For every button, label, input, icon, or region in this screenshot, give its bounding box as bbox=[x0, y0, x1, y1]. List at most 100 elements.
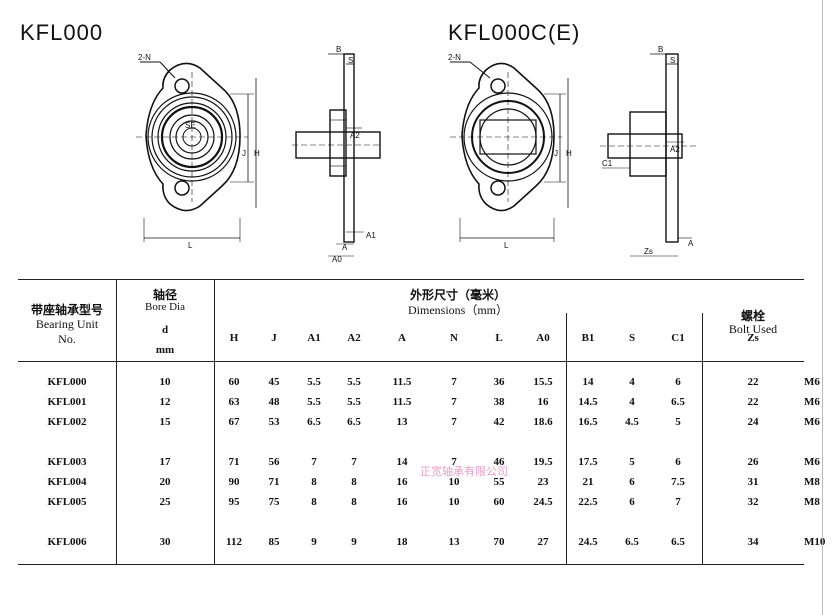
dim-h-label-c: H bbox=[566, 149, 572, 158]
table-cell: 6 bbox=[675, 456, 681, 468]
table-cell: 36 bbox=[493, 376, 505, 388]
table-cell: 5.5 bbox=[307, 396, 321, 408]
dim-b-label: B bbox=[336, 45, 341, 54]
table-cell: M8 bbox=[804, 476, 820, 488]
table-cell: 46 bbox=[493, 456, 505, 468]
dim-j-label-c: J bbox=[554, 149, 558, 158]
bolt-header-cn: 螺栓 bbox=[740, 309, 765, 323]
column-header-l: L bbox=[495, 332, 503, 344]
model-title-kfl000: KFL000 bbox=[20, 20, 104, 45]
table-cell: 9 bbox=[351, 536, 357, 548]
dim-s-label: S bbox=[348, 56, 353, 65]
table-cell: 16 bbox=[537, 396, 549, 408]
seal-mark-label: SE bbox=[185, 121, 196, 130]
table-cell: M6 bbox=[804, 376, 820, 388]
table-cell: KFL004 bbox=[47, 476, 87, 488]
dim-a0-label: A0 bbox=[332, 255, 342, 264]
table-cell: 85 bbox=[268, 536, 280, 548]
table-cell: 6 bbox=[629, 476, 635, 488]
table-cell: 10 bbox=[448, 476, 460, 488]
table-cell: 25 bbox=[159, 496, 171, 508]
table-cell: 7 bbox=[351, 456, 357, 468]
table-cell: 9 bbox=[311, 536, 317, 548]
table-cell: 75 bbox=[268, 496, 280, 508]
table-cell: 14.5 bbox=[578, 396, 598, 408]
dim-a1-label: A1 bbox=[366, 231, 376, 240]
table-cell: 30 bbox=[159, 536, 171, 548]
table-cell: 56 bbox=[268, 456, 280, 468]
table-cell: 5.5 bbox=[307, 376, 321, 388]
table-cell: 15.5 bbox=[533, 376, 553, 388]
dim-b-label-c: B bbox=[658, 45, 663, 54]
table-cell: 11.5 bbox=[392, 376, 412, 388]
table-cell: 5.5 bbox=[347, 396, 361, 408]
table-cell: M10 bbox=[804, 536, 826, 548]
bore-header-cn: 轴径 bbox=[152, 288, 177, 302]
dimensions-header-cn: 外形尺寸（毫米） bbox=[409, 288, 506, 302]
table-cell: 7 bbox=[451, 396, 457, 408]
table-cell: 10 bbox=[448, 496, 460, 508]
specification-table: 带座轴承型号 Bearing Unit No. 轴径 Bore Dia d mm… bbox=[18, 279, 825, 565]
table-cell: 24.5 bbox=[533, 496, 553, 508]
table-cell: KFL002 bbox=[47, 416, 87, 428]
table-cell: 8 bbox=[311, 476, 317, 488]
dim-a-label: A bbox=[342, 243, 348, 252]
table-cell: 16 bbox=[396, 476, 408, 488]
dimensions-header-en: Dimensions（mm） bbox=[407, 303, 508, 317]
table-cell: 63 bbox=[228, 396, 240, 408]
front-view-drawing-kfl000: 2-N SE J H L bbox=[130, 48, 270, 253]
dim-a2-label: A2 bbox=[350, 131, 360, 140]
dim-j-label: J bbox=[242, 149, 246, 158]
table-cell: 7 bbox=[451, 376, 457, 388]
table-cell: 32 bbox=[747, 496, 759, 508]
table-cell: 6 bbox=[675, 376, 681, 388]
model-title-kfl000c: KFL000C(E) bbox=[448, 20, 581, 45]
front-view-drawing-kfl000c: 2-N J H L bbox=[440, 48, 580, 253]
column-header-zs: Zs bbox=[747, 332, 759, 344]
table-cell: KFL003 bbox=[47, 456, 87, 468]
dim-h-label: H bbox=[254, 149, 260, 158]
table-cell: 45 bbox=[268, 376, 280, 388]
table-cell: 7 bbox=[451, 416, 457, 428]
table-cell: 7 bbox=[311, 456, 317, 468]
table-cell: 5.5 bbox=[347, 376, 361, 388]
table-cell: 20 bbox=[159, 476, 171, 488]
table-cell: 18.6 bbox=[533, 416, 553, 428]
table-cell: 71 bbox=[268, 476, 280, 488]
table-cell: 42 bbox=[493, 416, 505, 428]
page-border bbox=[822, 0, 823, 615]
table-cell: 16.5 bbox=[578, 416, 598, 428]
table-cell: KFL005 bbox=[47, 496, 87, 508]
table-cell: M6 bbox=[804, 416, 820, 428]
table-cell: 60 bbox=[228, 376, 240, 388]
column-header-j: J bbox=[271, 332, 277, 344]
dim-zs-label: Zs bbox=[644, 247, 653, 256]
table-cell: 13 bbox=[396, 416, 408, 428]
dim-c1-label: C1 bbox=[602, 159, 613, 168]
table-cell: 18 bbox=[396, 536, 408, 548]
table-cell: 22 bbox=[747, 376, 759, 388]
dim-l-label-c: L bbox=[504, 241, 509, 250]
table-cell: 23 bbox=[537, 476, 549, 488]
table-cell: 8 bbox=[351, 476, 357, 488]
table-cell: 5 bbox=[675, 416, 681, 428]
table-cell: KFL000 bbox=[47, 376, 87, 388]
column-header-a0: A0 bbox=[536, 332, 550, 344]
table-cell: 24.5 bbox=[578, 536, 598, 548]
table-cell: 70 bbox=[493, 536, 505, 548]
table-cell: 4 bbox=[629, 396, 635, 408]
dim-s-label-c: S bbox=[670, 56, 675, 65]
table-cell: 48 bbox=[268, 396, 280, 408]
table-cell: 11.5 bbox=[392, 396, 412, 408]
table-cell: KFL001 bbox=[47, 396, 87, 408]
table-cell: 27 bbox=[537, 536, 549, 548]
table-cell: 55 bbox=[493, 476, 505, 488]
table-cell: 22.5 bbox=[578, 496, 598, 508]
table-cell: 16 bbox=[396, 496, 408, 508]
column-header-a1: A1 bbox=[307, 332, 321, 344]
side-view-drawing-kfl000c: B S A2 C1 A Zs bbox=[600, 42, 700, 264]
table-cell: 6.5 bbox=[671, 396, 685, 408]
table-cell: 38 bbox=[493, 396, 505, 408]
column-header-s: S bbox=[628, 332, 636, 344]
column-header-a: A bbox=[398, 332, 406, 344]
